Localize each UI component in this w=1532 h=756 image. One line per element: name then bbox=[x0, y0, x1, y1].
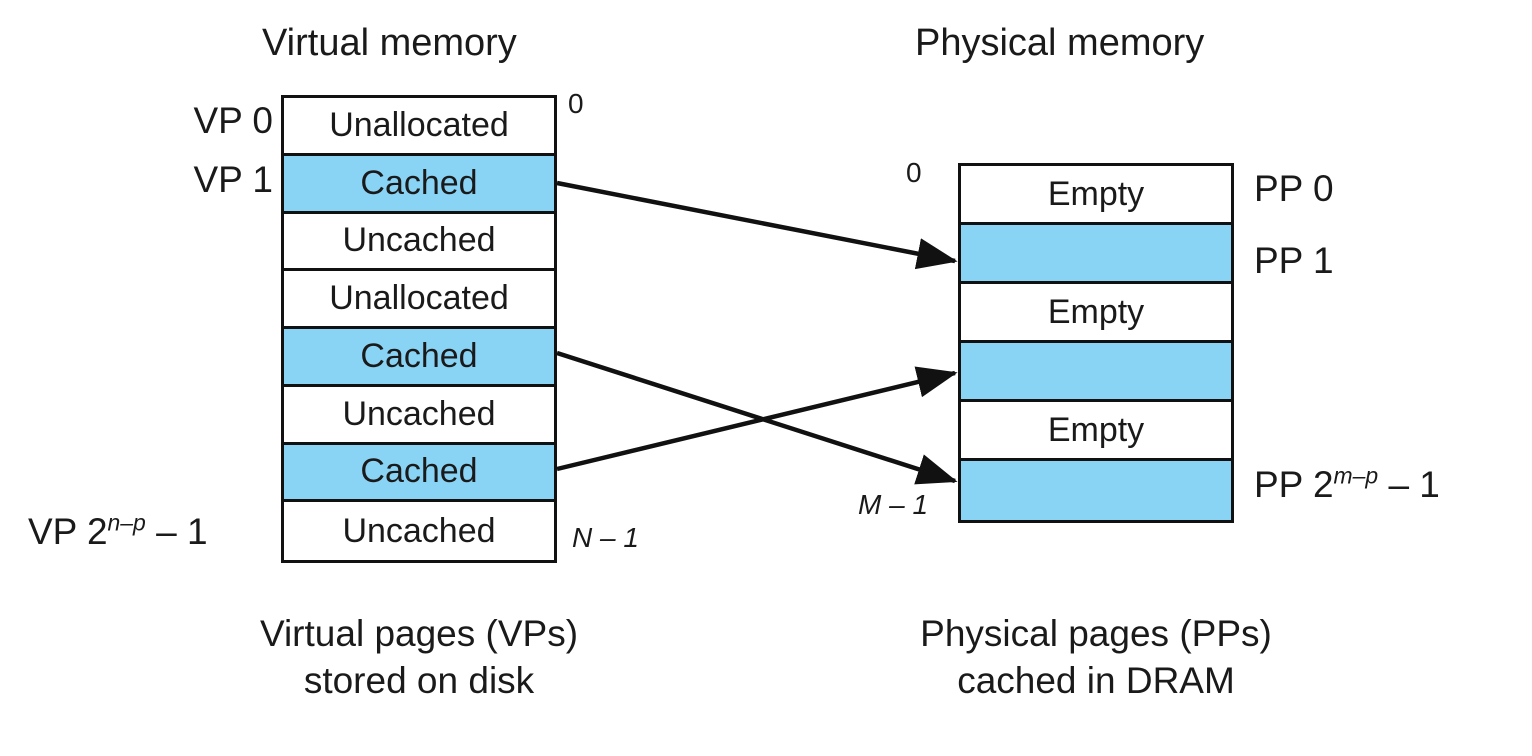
vm-caption-line-2: stored on disk bbox=[303, 660, 535, 702]
vm-side-label-vp1: VP 1 bbox=[193, 159, 273, 200]
virtual-page-row-label: Uncached bbox=[342, 221, 496, 260]
pm-side-label-pp0: PP 0 bbox=[1254, 168, 1334, 209]
virtual-page-row: Cached bbox=[284, 329, 554, 387]
physical-page-row-label: Empty bbox=[1047, 174, 1145, 213]
vm-side-label-last-page: VP 2n–p – 1 bbox=[28, 511, 208, 553]
vm-last-page-tail: – 1 bbox=[145, 511, 208, 552]
virtual-memory-caption: Virtual pages (VPs) stored on disk bbox=[119, 610, 719, 705]
vm-last-page-exponent: n–p bbox=[107, 509, 146, 536]
vm-caption-line-1: Virtual pages (VPs) bbox=[259, 613, 579, 654]
virtual-memory-title: Virtual memory bbox=[262, 22, 517, 64]
physical-page-row-label: Empty bbox=[1047, 292, 1145, 331]
pm-index-top: 0 bbox=[906, 157, 922, 188]
mapping-arrow-vp6-to-pp3 bbox=[556, 366, 958, 472]
physical-page-row: Empty bbox=[961, 402, 1231, 461]
physical-page-row: Empty bbox=[961, 284, 1231, 343]
mapping-arrow-vp4-to-pp5 bbox=[556, 350, 958, 485]
virtual-page-row-label: Cached bbox=[360, 452, 478, 491]
physical-memory-title: Physical memory bbox=[915, 22, 1205, 64]
vm-side-label-vp0: VP 0 bbox=[193, 100, 273, 141]
virtual-page-row: Uncached bbox=[284, 386, 554, 445]
physical-page-row-label: Empty bbox=[1047, 410, 1145, 449]
virtual-page-row-label: Uncached bbox=[342, 394, 496, 433]
pm-side-label-pp1: PP 1 bbox=[1254, 240, 1334, 281]
vm-index-bottom: N – 1 bbox=[572, 522, 639, 553]
pm-index-bottom: M – 1 bbox=[858, 489, 929, 520]
physical-page-row bbox=[961, 343, 1231, 402]
vm-last-page-base: VP 2 bbox=[28, 511, 108, 552]
vm-index-top: 0 bbox=[568, 88, 584, 119]
pm-caption-line-2: cached in DRAM bbox=[957, 660, 1235, 702]
virtual-page-row-label: Uncached bbox=[342, 511, 496, 550]
pm-caption-line-1: Physical pages (PPs) bbox=[920, 613, 1272, 654]
virtual-page-row-label: Cached bbox=[360, 336, 478, 375]
virtual-page-row: Unallocated bbox=[284, 98, 554, 156]
virtual-page-row: Cached bbox=[284, 444, 554, 503]
virtual-page-row-label: Cached bbox=[360, 163, 478, 202]
pm-last-page-tail: – 1 bbox=[1378, 464, 1440, 505]
virtual-page-row: Unallocated bbox=[284, 271, 554, 329]
virtual-page-row: Uncached bbox=[284, 502, 554, 560]
virtual-page-row: Uncached bbox=[284, 213, 554, 272]
pm-last-page-base: PP 2 bbox=[1254, 464, 1334, 505]
mapping-arrow-vp1-to-pp1 bbox=[556, 180, 958, 270]
physical-page-row bbox=[961, 461, 1231, 520]
virtual-page-row: Cached bbox=[284, 155, 554, 214]
virtual-page-row-label: Unallocated bbox=[329, 279, 509, 318]
physical-page-row bbox=[961, 225, 1231, 284]
physical-memory-caption: Physical pages (PPs) cached in DRAM bbox=[796, 610, 1396, 705]
virtual-page-row-label: Unallocated bbox=[329, 105, 509, 144]
pm-side-label-last-page: PP 2m–p – 1 bbox=[1254, 464, 1440, 506]
physical-page-row: Empty bbox=[961, 166, 1231, 225]
pm-last-page-exponent: m–p bbox=[1333, 462, 1379, 489]
